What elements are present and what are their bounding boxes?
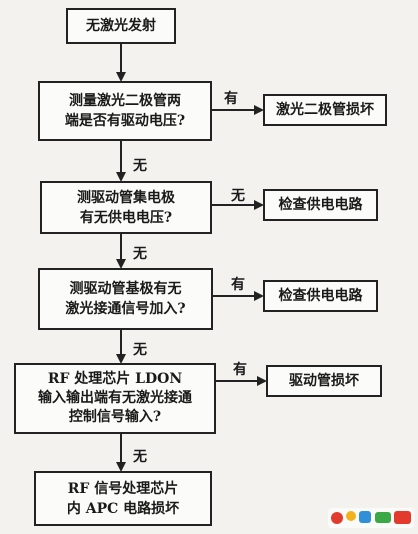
label-yes-q3: 有 [231, 277, 245, 293]
watermark-logo [328, 508, 414, 528]
label-yes-q4: 有 [233, 362, 247, 378]
label-no-q2-right: 无 [231, 188, 245, 204]
label-no-q1: 无 [133, 158, 147, 174]
node-q4: RF 处理芯片 LDON 输入输出端有无激光接通 控制信号输入? [14, 363, 216, 434]
label-no-q2: 无 [133, 246, 147, 262]
label-no-q3: 无 [133, 342, 147, 358]
node-r1: 激光二极管损坏 [263, 94, 387, 126]
node-r4: 驱动管损坏 [266, 365, 382, 397]
label-no-q4: 无 [133, 449, 147, 465]
label-yes-q1: 有 [224, 91, 238, 107]
node-q3: 测驱动管基极有无 激光接通信号加入? [38, 268, 213, 330]
node-end: RF 信号处理芯片 内 APC 电路损坏 [34, 471, 212, 526]
node-start: 无激光发射 [66, 8, 176, 44]
node-q2: 测驱动管集电极 有无供电电压? [40, 181, 212, 234]
node-r3: 检查供电电路 [263, 280, 378, 312]
node-r2: 检查供电电路 [263, 189, 378, 221]
node-q1: 测量激光二极管两 端是否有驱动电压? [38, 81, 212, 141]
